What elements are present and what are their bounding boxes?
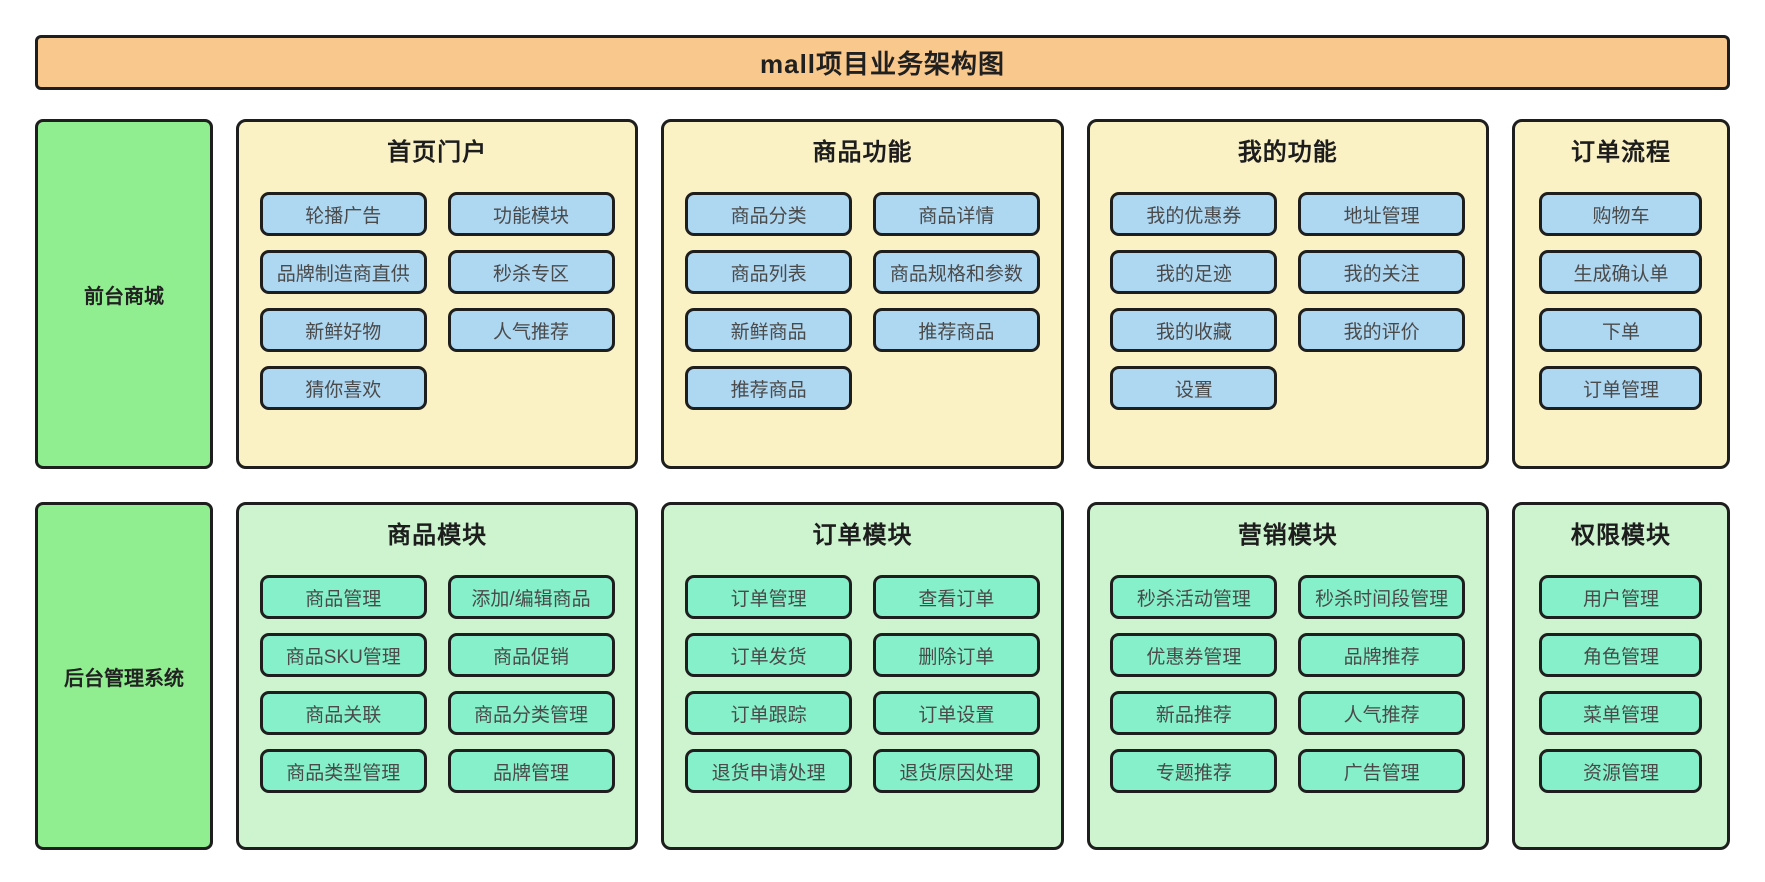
- panel-title-my-features: 我的功能: [1237, 139, 1338, 166]
- product-features-node-1: 商品分类: [685, 192, 853, 236]
- home-portal-node-2: 功能模块: [447, 192, 615, 236]
- nodes-marketing-module: 秒杀活动管理秒杀时间段管理优惠券管理品牌推荐新品推荐人气推荐专题推荐广告管理: [1090, 575, 1486, 793]
- panel-marketing-module: 营销模块秒杀活动管理秒杀时间段管理优惠券管理品牌推荐新品推荐人气推荐专题推荐广告…: [1086, 502, 1489, 850]
- nodes-permission-module: 用户管理角色管理菜单管理资源管理: [1515, 575, 1727, 793]
- permission-module-node-4: 资源管理: [1539, 749, 1703, 793]
- my-features-node-3: 我的足迹: [1110, 250, 1278, 294]
- nodes-home-portal: 轮播广告功能模块品牌制造商直供秒杀专区新鲜好物人气推荐猜你喜欢: [239, 192, 635, 410]
- product-module-node-3: 商品SKU管理: [259, 633, 427, 677]
- product-module-node-5: 商品关联: [259, 691, 427, 735]
- product-module-node-4: 商品促销: [447, 633, 615, 677]
- home-portal-node-7: 猜你喜欢: [259, 366, 427, 410]
- marketing-module-node-7: 专题推荐: [1110, 749, 1278, 793]
- row-admin-system: 后台管理系统商品模块商品管理添加/编辑商品商品SKU管理商品促销商品关联商品分类…: [35, 502, 1730, 850]
- marketing-module-node-1: 秒杀活动管理: [1110, 575, 1278, 619]
- product-module-node-6: 商品分类管理: [447, 691, 615, 735]
- order-module-node-4: 删除订单: [872, 633, 1040, 677]
- product-module-node-1: 商品管理: [259, 575, 427, 619]
- nodes-order-flow: 购物车生成确认单下单订单管理: [1515, 192, 1727, 410]
- order-flow-node-2: 生成确认单: [1539, 250, 1703, 294]
- row-label-admin-system: 后台管理系统: [35, 502, 213, 850]
- order-module-node-7: 退货申请处理: [685, 749, 853, 793]
- panel-permission-module: 权限模块用户管理角色管理菜单管理资源管理: [1511, 502, 1730, 850]
- order-flow-node-3: 下单: [1539, 308, 1703, 352]
- panel-product-module: 商品模块商品管理添加/编辑商品商品SKU管理商品促销商品关联商品分类管理商品类型…: [236, 502, 639, 850]
- row-frontend-mall: 前台商城首页门户轮播广告功能模块品牌制造商直供秒杀专区新鲜好物人气推荐猜你喜欢商…: [35, 119, 1730, 469]
- marketing-module-node-2: 秒杀时间段管理: [1298, 575, 1466, 619]
- order-flow-node-4: 订单管理: [1539, 366, 1703, 410]
- home-portal-node-4: 秒杀专区: [447, 250, 615, 294]
- order-module-node-3: 订单发货: [685, 633, 853, 677]
- my-features-node-6: 我的评价: [1298, 308, 1466, 352]
- marketing-module-node-4: 品牌推荐: [1298, 633, 1466, 677]
- order-module-node-8: 退货原因处理: [872, 749, 1040, 793]
- permission-module-node-2: 角色管理: [1539, 633, 1703, 677]
- home-portal-node-3: 品牌制造商直供: [259, 250, 427, 294]
- marketing-module-node-8: 广告管理: [1298, 749, 1466, 793]
- panel-order-flow: 订单流程购物车生成确认单下单订单管理: [1511, 119, 1730, 469]
- product-features-node-4: 商品规格和参数: [872, 250, 1040, 294]
- panel-home-portal: 首页门户轮播广告功能模块品牌制造商直供秒杀专区新鲜好物人气推荐猜你喜欢: [236, 119, 639, 469]
- home-portal-node-1: 轮播广告: [259, 192, 427, 236]
- permission-module-node-3: 菜单管理: [1539, 691, 1703, 735]
- order-module-node-6: 订单设置: [872, 691, 1040, 735]
- product-features-node-5: 新鲜商品: [685, 308, 853, 352]
- product-features-node-6: 推荐商品: [872, 308, 1040, 352]
- marketing-module-node-5: 新品推荐: [1110, 691, 1278, 735]
- my-features-node-2: 地址管理: [1298, 192, 1466, 236]
- my-features-node-1: 我的优惠券: [1110, 192, 1278, 236]
- my-features-node-5: 我的收藏: [1110, 308, 1278, 352]
- order-module-node-1: 订单管理: [685, 575, 853, 619]
- panel-title-order-flow: 订单流程: [1570, 139, 1671, 166]
- order-module-node-5: 订单跟踪: [685, 691, 853, 735]
- diagram-title-banner: mall项目业务架构图: [35, 35, 1730, 90]
- home-portal-node-5: 新鲜好物: [259, 308, 427, 352]
- product-features-node-3: 商品列表: [685, 250, 853, 294]
- diagram-rows: 前台商城首页门户轮播广告功能模块品牌制造商直供秒杀专区新鲜好物人气推荐猜你喜欢商…: [35, 119, 1730, 850]
- panel-title-permission-module: 权限模块: [1570, 522, 1671, 549]
- row-label-frontend-mall: 前台商城: [35, 119, 213, 469]
- product-module-node-7: 商品类型管理: [259, 749, 427, 793]
- panel-my-features: 我的功能我的优惠券地址管理我的足迹我的关注我的收藏我的评价设置: [1086, 119, 1489, 469]
- panel-title-order-module: 订单模块: [812, 522, 913, 549]
- order-module-node-2: 查看订单: [872, 575, 1040, 619]
- my-features-node-4: 我的关注: [1298, 250, 1466, 294]
- panel-title-home-portal: 首页门户: [387, 139, 488, 166]
- product-features-node-2: 商品详情: [872, 192, 1040, 236]
- panel-product-features: 商品功能商品分类商品详情商品列表商品规格和参数新鲜商品推荐商品推荐商品: [661, 119, 1064, 469]
- my-features-node-7: 设置: [1110, 366, 1278, 410]
- permission-module-node-1: 用户管理: [1539, 575, 1703, 619]
- panel-title-product-features: 商品功能: [812, 139, 913, 166]
- panel-title-product-module: 商品模块: [387, 522, 488, 549]
- panel-title-marketing-module: 营销模块: [1237, 522, 1338, 549]
- nodes-my-features: 我的优惠券地址管理我的足迹我的关注我的收藏我的评价设置: [1090, 192, 1486, 410]
- marketing-module-node-3: 优惠券管理: [1110, 633, 1278, 677]
- marketing-module-node-6: 人气推荐: [1298, 691, 1466, 735]
- product-module-node-8: 品牌管理: [447, 749, 615, 793]
- product-module-node-2: 添加/编辑商品: [447, 575, 615, 619]
- order-flow-node-1: 购物车: [1539, 192, 1703, 236]
- nodes-order-module: 订单管理查看订单订单发货删除订单订单跟踪订单设置退货申请处理退货原因处理: [664, 575, 1060, 793]
- nodes-product-features: 商品分类商品详情商品列表商品规格和参数新鲜商品推荐商品推荐商品: [664, 192, 1060, 410]
- nodes-product-module: 商品管理添加/编辑商品商品SKU管理商品促销商品关联商品分类管理商品类型管理品牌…: [239, 575, 635, 793]
- home-portal-node-6: 人气推荐: [447, 308, 615, 352]
- diagram-title: mall项目业务架构图: [759, 49, 1006, 79]
- product-features-node-7: 推荐商品: [685, 366, 853, 410]
- panel-order-module: 订单模块订单管理查看订单订单发货删除订单订单跟踪订单设置退货申请处理退货原因处理: [661, 502, 1064, 850]
